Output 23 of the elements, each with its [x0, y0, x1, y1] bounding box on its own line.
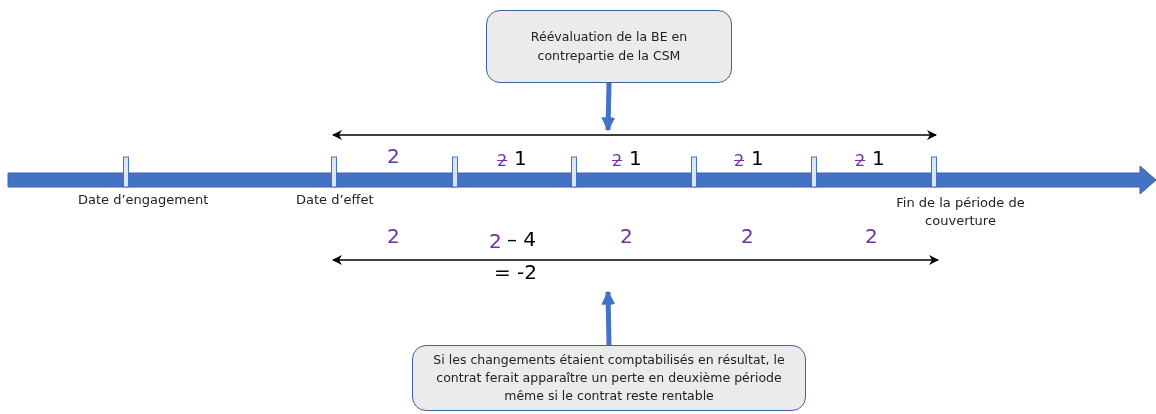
value-label: 1 [872, 148, 885, 168]
date-label: Date d’engagement [78, 193, 209, 206]
value-label: 2 [620, 226, 633, 246]
struck-value: 2 [497, 153, 508, 169]
value-label: 2 [387, 226, 400, 246]
value-label: 2 [489, 231, 502, 251]
value-label: 1 [751, 148, 764, 168]
value-label: = -2 [494, 262, 538, 282]
date-label: Date d’effet [296, 193, 374, 206]
arrow [601, 82, 616, 132]
note-box: Réévaluation de la BE en contrepartie de la CSM [486, 10, 732, 83]
note-box: Si les changements étaient comptabilisés en résultat, le contrat ferait apparaître un perte en deuxième période même si le contrat reste rentable [412, 345, 806, 411]
struck-value: 2 [855, 153, 866, 169]
arrow [601, 290, 616, 346]
value-label: 2 [387, 146, 400, 166]
value-label: 2 [865, 226, 878, 246]
struck-value: 2 [734, 153, 745, 169]
value-label: 1 [514, 148, 527, 168]
value-label: 1 [629, 148, 642, 168]
value-label: 2 [741, 226, 754, 246]
struck-value: 2 [612, 153, 623, 169]
date-label: Fin de la période de couverture [895, 194, 1026, 231]
value-label: – 4 [507, 229, 537, 249]
